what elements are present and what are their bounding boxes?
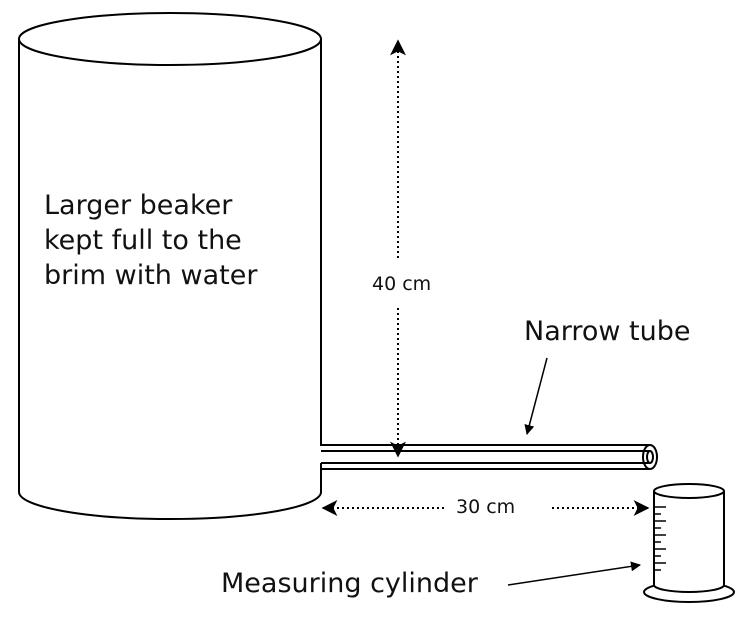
cylinder-graduations [655, 506, 666, 571]
narrow-tube [321, 444, 658, 470]
measuring-cylinder [643, 483, 735, 603]
length-dimension-label: 30 cm [456, 496, 516, 518]
beaker-base [18, 491, 322, 520]
cylinder-body [653, 491, 725, 593]
height-dimension-label: 40 cm [372, 273, 432, 295]
tube-end-inner [646, 450, 654, 464]
cylinder-rim [653, 483, 725, 499]
tube-pointer-arrow [524, 357, 548, 435]
cylinder-pointer-arrow [507, 561, 641, 586]
beaker-label-line-1: Larger beaker [44, 190, 233, 221]
tube-end-outer [642, 444, 658, 470]
large-beaker [18, 12, 322, 520]
beaker-label: Larger beaker kept full to the brim with… [44, 188, 257, 293]
beaker-label-line-3: brim with water [44, 260, 258, 291]
narrow-tube-label: Narrow tube [524, 316, 691, 347]
measuring-cylinder-label: Measuring cylinder [221, 568, 478, 599]
beaker-rim [18, 12, 322, 66]
beaker-label-line-2: kept full to the [44, 225, 242, 256]
